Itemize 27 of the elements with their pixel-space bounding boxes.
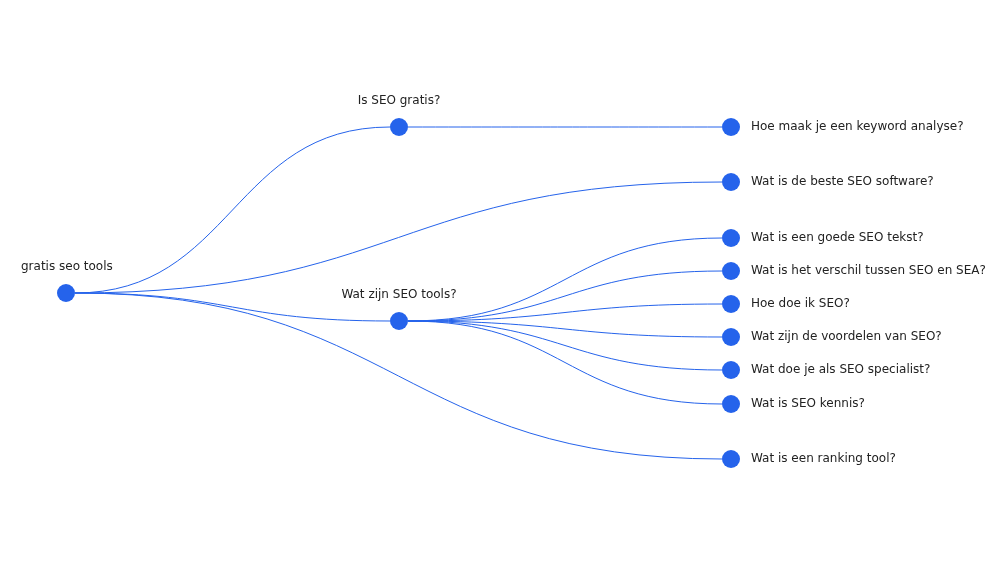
node-dot: [722, 328, 740, 346]
question-label: Wat is een goede SEO tekst?: [751, 230, 924, 245]
question-label: Hoe doe ik SEO?: [751, 296, 850, 311]
question-label: Wat zijn SEO tools?: [341, 287, 457, 302]
question-label: Wat is het verschil tussen SEO en SEA?: [751, 263, 986, 278]
connector-curve: [74, 292, 723, 460]
node-dot: [722, 361, 740, 379]
question-label: gratis seo tools: [21, 259, 113, 274]
question-label: Wat is SEO kennis?: [751, 396, 865, 411]
question-label: Hoe maak je een keyword analyse?: [751, 119, 964, 134]
connector-curve: [407, 320, 723, 405]
node-dot: [390, 118, 408, 136]
node-dot: [722, 262, 740, 280]
question-label: Wat doe je als SEO specialist?: [751, 362, 931, 377]
node-dot: [390, 312, 408, 330]
question-label: Wat is de beste SEO software?: [751, 174, 934, 189]
node-dot: [722, 173, 740, 191]
node-dot: [722, 395, 740, 413]
question-label: Wat is een ranking tool?: [751, 451, 896, 466]
node-dot: [722, 229, 740, 247]
question-label: Is SEO gratis?: [357, 93, 441, 108]
node-dot: [57, 284, 75, 302]
connector-curve: [407, 126, 723, 128]
node-dot: [722, 295, 740, 313]
question-label: Wat zijn de voordelen van SEO?: [751, 329, 942, 344]
node-dot: [722, 450, 740, 468]
node-dot: [722, 118, 740, 136]
